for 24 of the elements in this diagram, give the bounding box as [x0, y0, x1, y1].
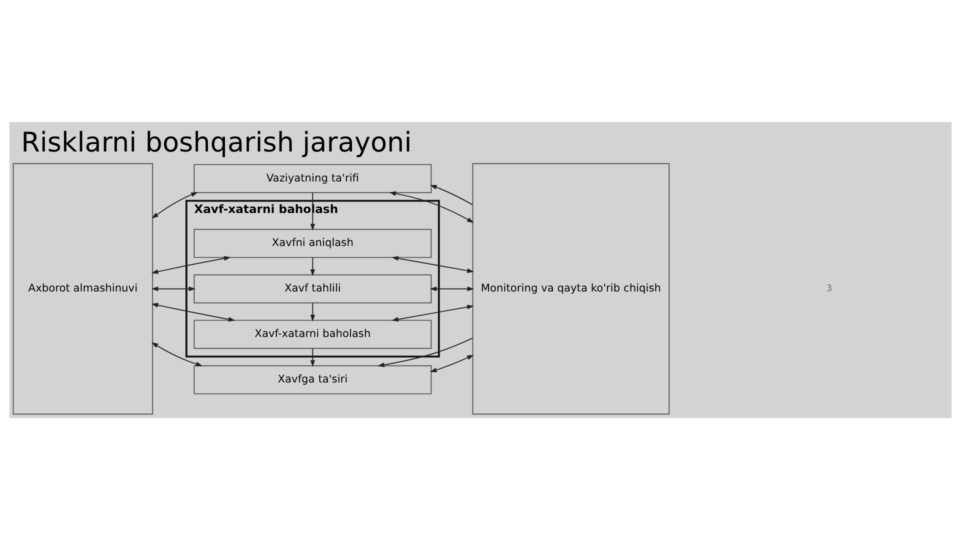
arrow [430, 286, 474, 292]
node-box: Vaziyatning ta'rifi [194, 164, 432, 194]
diagram-title: Risklarni boshqarish jarayoni [21, 127, 412, 158]
arrow [310, 348, 316, 368]
node-box: Monitoring va qayta ko'rib chiqish [472, 163, 670, 415]
arrow [389, 191, 474, 223]
node-box: Xavf tahlili [194, 274, 432, 304]
arrow [430, 184, 474, 206]
arrow [151, 342, 203, 366]
arrow [151, 286, 196, 292]
arrow [310, 257, 316, 276]
arrow [392, 304, 474, 322]
node-box: Axborot almashinuvi [12, 163, 154, 415]
arrow [430, 354, 474, 372]
arrow [392, 256, 474, 273]
arrow [151, 256, 231, 274]
label: 3 [826, 284, 832, 294]
arrow [310, 302, 316, 322]
node-box: Xavf-xatarni baholash [194, 320, 432, 349]
arrow [151, 302, 236, 322]
node-box: Xavfga ta'siri [194, 365, 432, 394]
arrow [378, 338, 473, 368]
node-box: Xavfni aniqlash [194, 228, 432, 258]
arrow [152, 192, 198, 219]
